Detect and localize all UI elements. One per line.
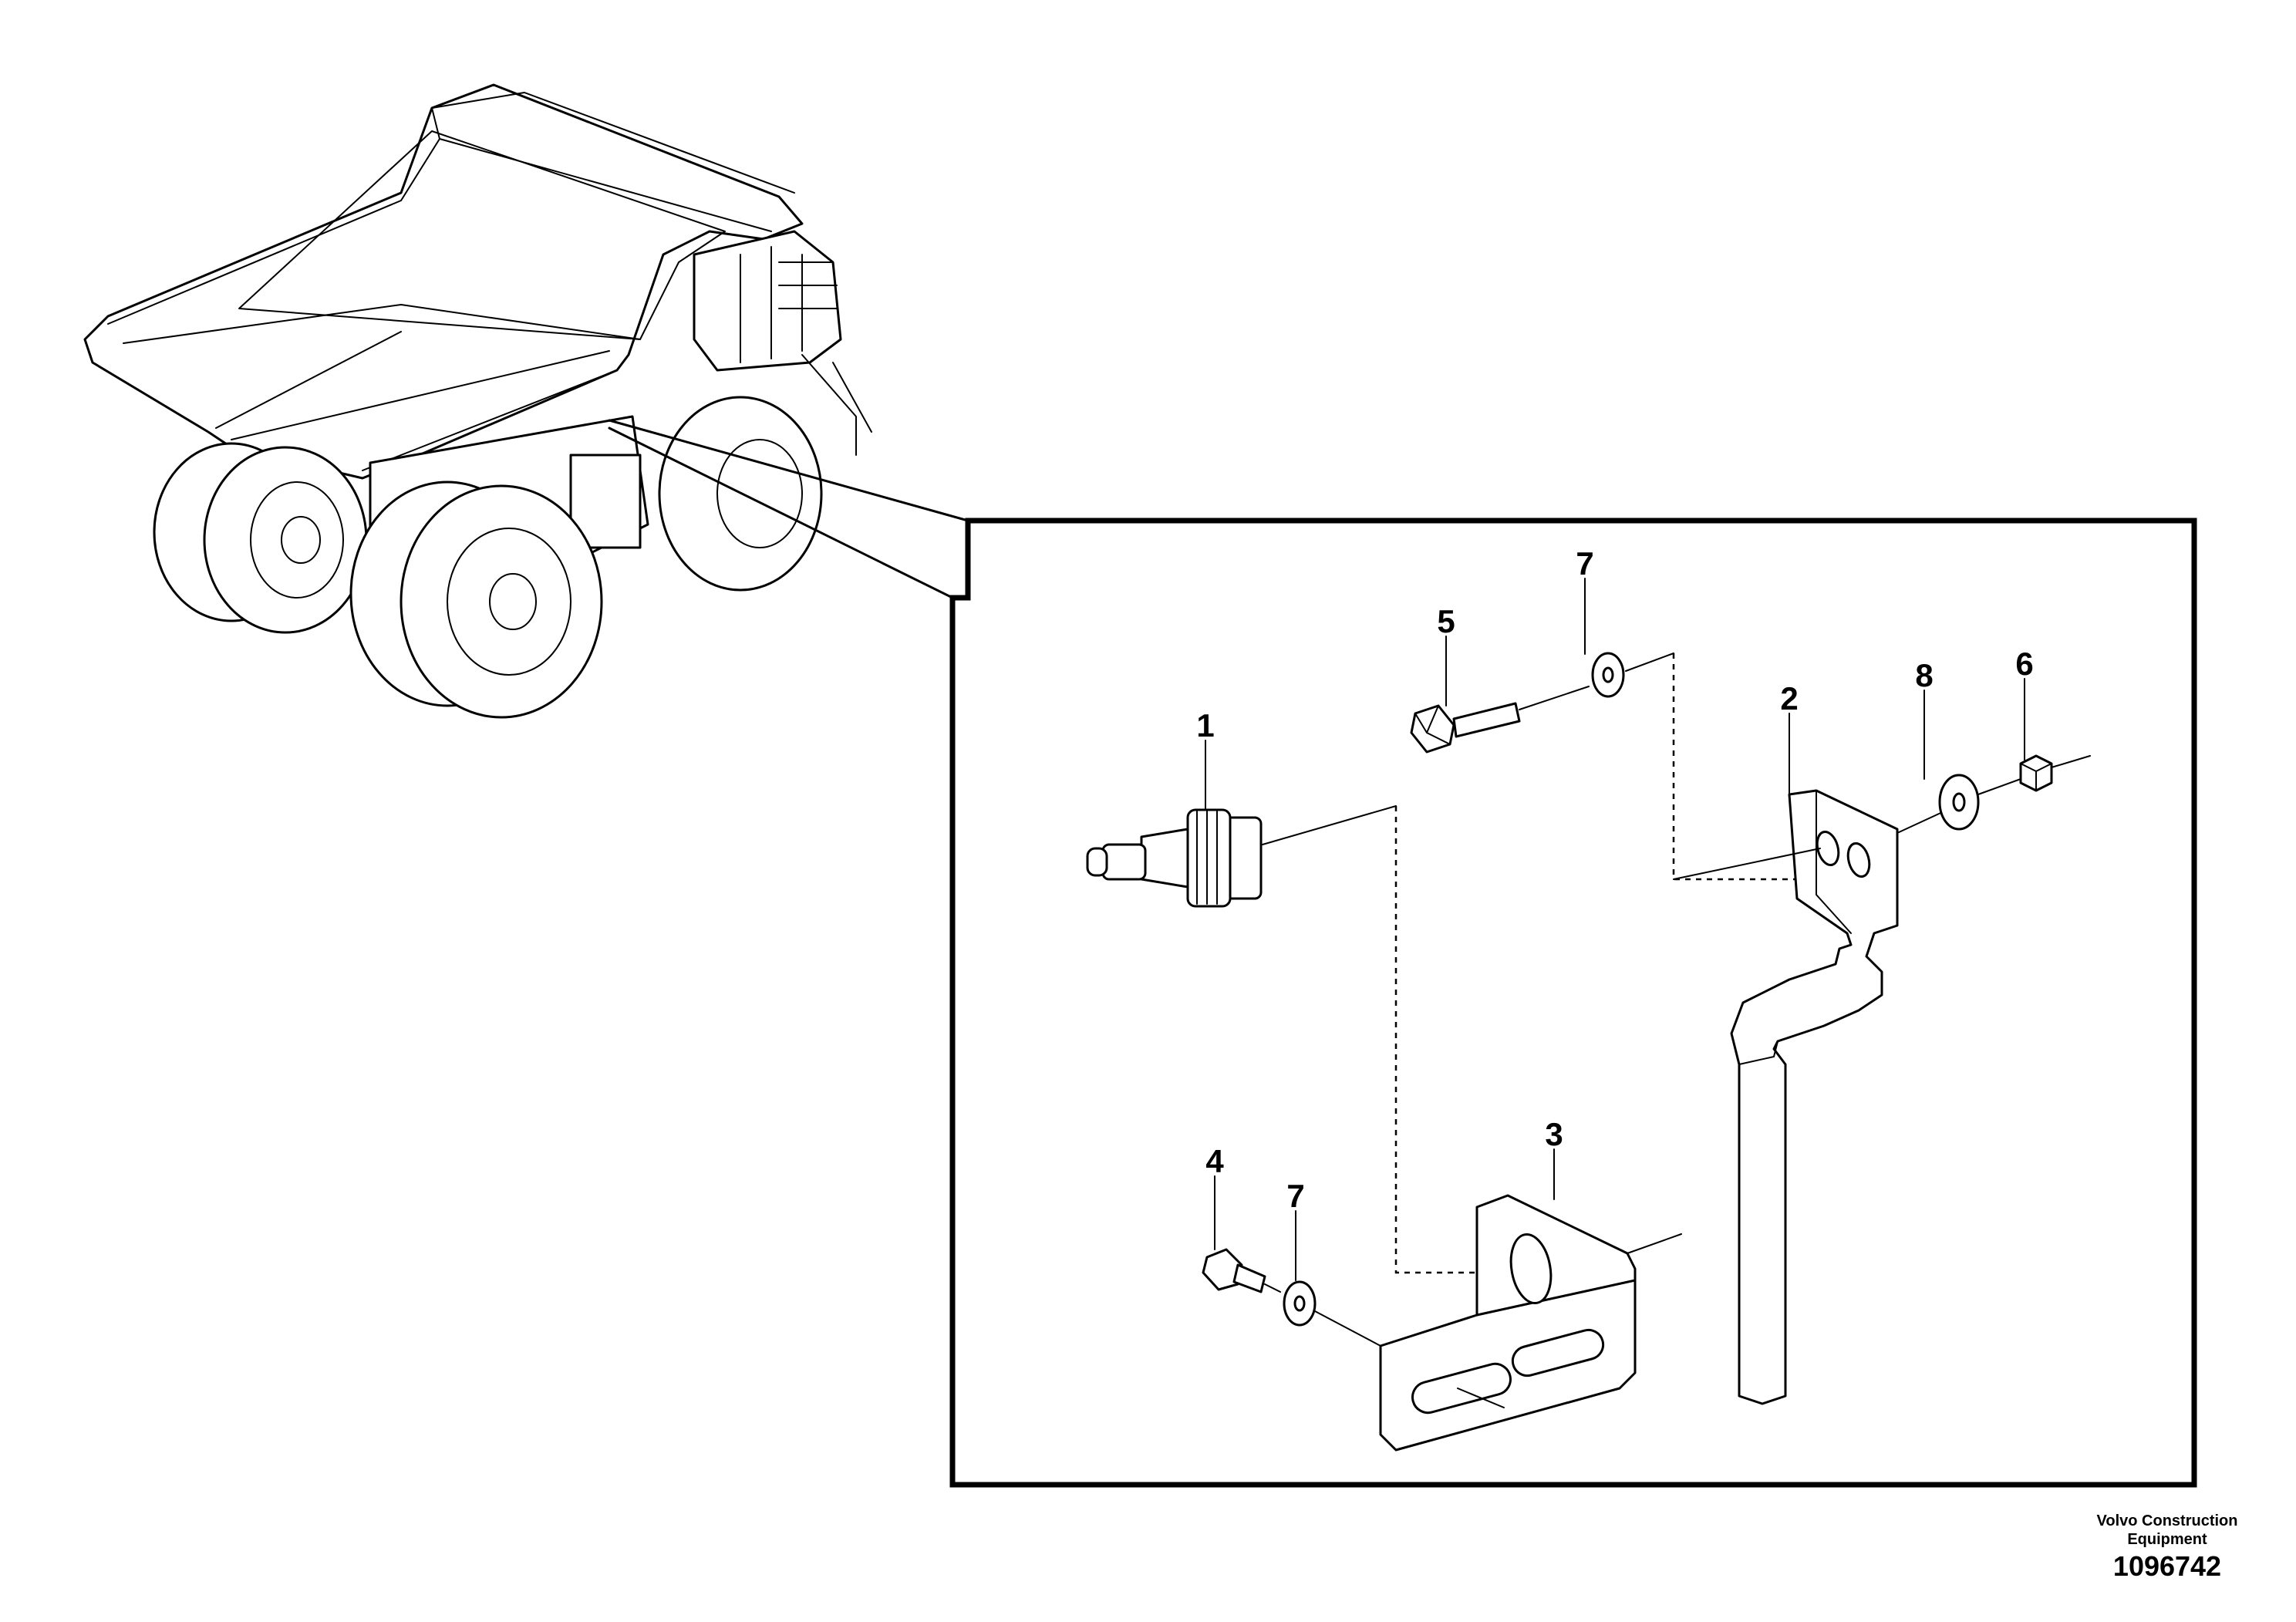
- svg-text:6: 6: [2015, 646, 2033, 682]
- leader-part-7-upper: [1625, 653, 1674, 672]
- callout-2: 2: [1780, 680, 1799, 795]
- svg-text:5: 5: [1437, 603, 1455, 639]
- callout-5: 5: [1437, 603, 1455, 706]
- callout-7-upper: 7: [1576, 545, 1594, 655]
- part-washer-arm: [1938, 774, 1980, 831]
- callout-1: 1: [1196, 707, 1215, 811]
- leader-part-7-lower: [1314, 1310, 1381, 1347]
- part-l-bracket: [1379, 1194, 1637, 1452]
- svg-text:8: 8: [1915, 657, 1933, 693]
- leader-part-4: [1264, 1283, 1281, 1293]
- svg-text:7: 7: [1576, 545, 1593, 582]
- callout-3: 3: [1545, 1116, 1563, 1200]
- leader-part-6: [2051, 755, 2091, 768]
- detail-leader-lines: [608, 419, 969, 599]
- publisher-label: Volvo Construction Equipment: [2096, 1512, 2238, 1548]
- part-sensor: [1086, 808, 1263, 908]
- dash-line-part-1: [1394, 806, 1500, 1274]
- leader-part-2: [1896, 809, 1948, 834]
- leader-part-5: [1519, 686, 1590, 710]
- svg-text:7: 7: [1286, 1178, 1304, 1214]
- callout-7-lower: 7: [1286, 1178, 1305, 1281]
- svg-text:2: 2: [1780, 680, 1798, 717]
- part-nut: [2019, 754, 2053, 792]
- leader-bolt-to-arm: [1673, 848, 1821, 880]
- leader-bracket-slot: [1457, 1388, 1505, 1408]
- svg-text:1: 1: [1196, 707, 1214, 744]
- callout-6: 6: [2015, 646, 2034, 760]
- callout-4: 4: [1205, 1143, 1224, 1250]
- leader-part-3: [1627, 1233, 1682, 1254]
- svg-text:3: 3: [1545, 1116, 1563, 1152]
- part-washer-upper: [1591, 652, 1625, 698]
- part-washer-lower: [1283, 1280, 1317, 1327]
- drawing-number: 1096742: [2112, 1550, 2222, 1582]
- part-bolt-upper: [1410, 702, 1521, 754]
- part-arm-bracket: [1730, 789, 1899, 1405]
- svg-text:4: 4: [1205, 1143, 1224, 1179]
- callout-8: 8: [1915, 657, 1934, 780]
- leader-part-1: [1262, 805, 1397, 845]
- part-bolt-lower: [1202, 1248, 1266, 1293]
- detail-frame: [949, 518, 2197, 1488]
- leader-part-8: [1977, 778, 2021, 795]
- dump-truck-illustration: [83, 83, 872, 719]
